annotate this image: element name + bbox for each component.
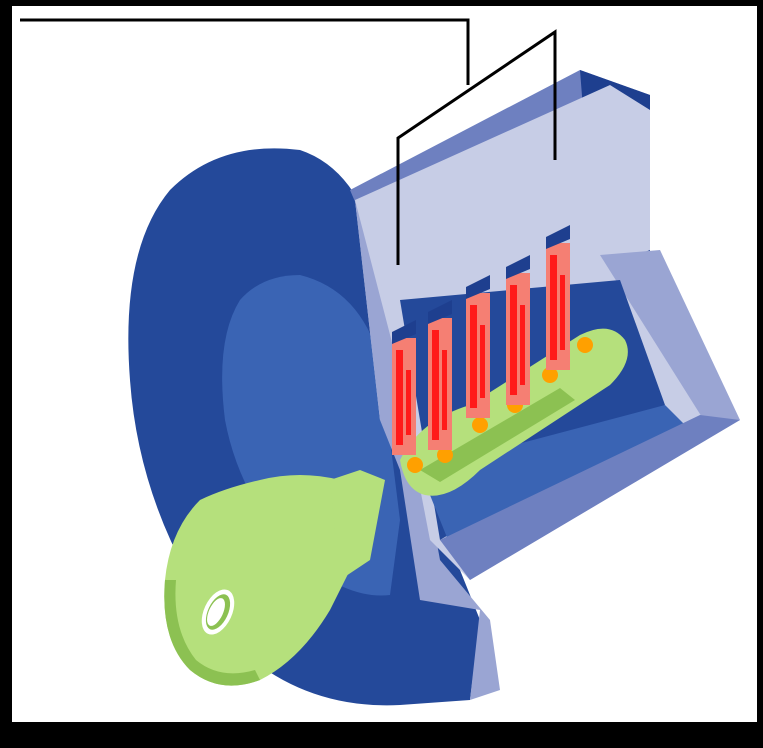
pin-stack bbox=[506, 255, 530, 405]
keyway-floor bbox=[420, 405, 690, 545]
pin-stack bbox=[466, 275, 490, 418]
driver-pin bbox=[546, 243, 570, 370]
pin-cap bbox=[392, 320, 416, 344]
key-bow-edge bbox=[164, 580, 260, 686]
key-bit bbox=[472, 417, 488, 433]
pin-spring-inner bbox=[560, 275, 565, 350]
key-blade-groove bbox=[420, 388, 575, 482]
pin-spring-inner bbox=[406, 370, 411, 435]
leader-line-main bbox=[20, 18, 470, 85]
key-blade bbox=[400, 328, 628, 496]
leader-line-bracket bbox=[396, 29, 557, 265]
key-bit bbox=[542, 367, 558, 383]
pin-stack-group bbox=[392, 225, 570, 455]
pin-stack bbox=[428, 300, 452, 450]
pin-spring-inner bbox=[442, 350, 447, 430]
key-bitting bbox=[407, 337, 593, 473]
plug-bottom-edge bbox=[440, 415, 740, 580]
pin-spring bbox=[550, 255, 557, 360]
pin-spring-inner bbox=[480, 325, 485, 398]
pin-spring-inner bbox=[520, 305, 525, 385]
pin-spring bbox=[396, 350, 403, 445]
key-hole-inner bbox=[207, 598, 225, 626]
key-bow bbox=[164, 470, 385, 686]
pin-stack bbox=[392, 320, 416, 455]
pin-spring bbox=[432, 330, 439, 440]
plug-left-wall bbox=[355, 200, 500, 700]
driver-pin bbox=[392, 338, 416, 455]
callout-leader-lines bbox=[20, 18, 557, 265]
key-shoulder bbox=[330, 470, 385, 580]
pin-cap bbox=[466, 275, 490, 299]
pin-cap bbox=[546, 225, 570, 249]
driver-pin bbox=[506, 273, 530, 405]
plug-right-bevel bbox=[600, 250, 740, 430]
driver-pin bbox=[466, 293, 490, 418]
pin-spring bbox=[510, 285, 517, 395]
pin-cap bbox=[506, 255, 530, 279]
driver-pin bbox=[428, 318, 452, 450]
pin-stack bbox=[546, 225, 570, 370]
pin-cap bbox=[428, 300, 452, 324]
key-bit bbox=[437, 447, 453, 463]
key-bit bbox=[577, 337, 593, 353]
pin-spring bbox=[470, 305, 477, 408]
key-bit bbox=[407, 457, 423, 473]
